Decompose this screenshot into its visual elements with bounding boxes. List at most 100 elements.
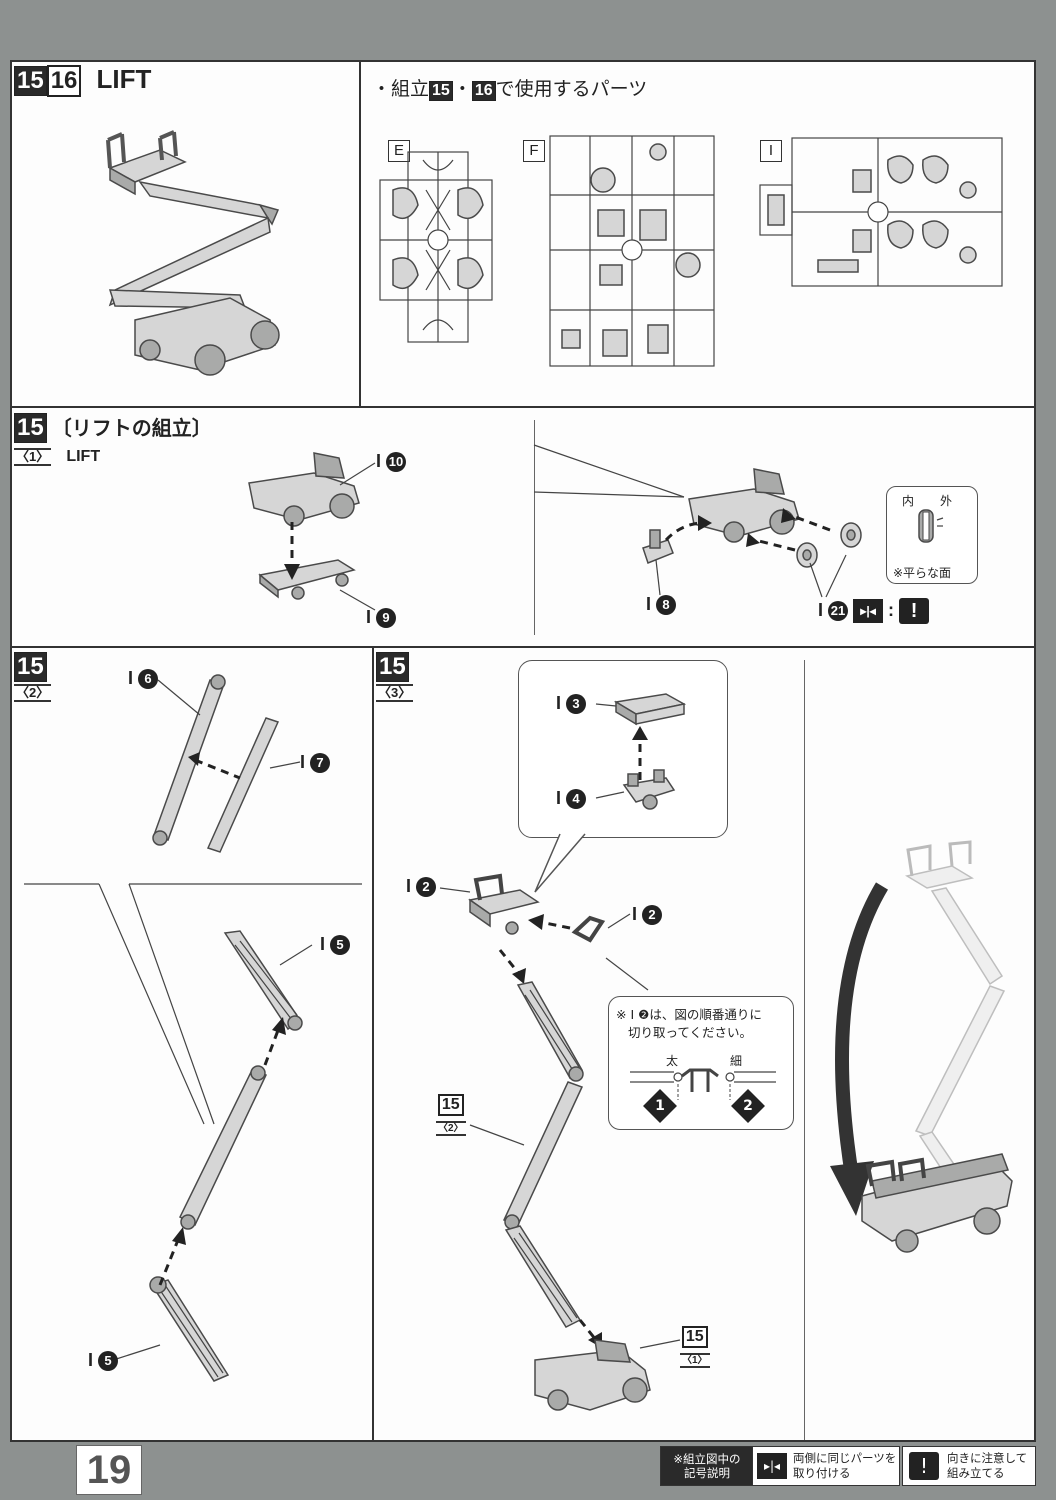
part-number: 5	[98, 1351, 119, 1372]
part-label: I 4	[556, 788, 587, 810]
divider	[359, 60, 361, 406]
legend-caution: ! 向きに注意して 組み立てる	[902, 1446, 1036, 1486]
caution-icon: !	[909, 1452, 939, 1480]
legend-text: 両側に同じパーツを	[793, 1451, 897, 1465]
part-number: 4	[566, 789, 587, 810]
step-number: 15	[437, 1094, 464, 1116]
part-number: 2	[416, 877, 437, 898]
lift-arm-assembly-illustration	[109, 930, 313, 1382]
legend-title: ※組立図中の 記号説明	[660, 1446, 754, 1486]
outer-label: 外	[940, 494, 953, 508]
part-label: I 2	[632, 904, 663, 926]
step-number: 15	[376, 652, 409, 682]
part-number: 5	[330, 935, 351, 956]
thick-label: 太	[666, 1054, 679, 1068]
step-15-3-header: 15 〈3〉	[376, 652, 414, 702]
note-text: で使用するパーツ	[495, 78, 648, 100]
callout-lines	[24, 883, 362, 1125]
step-number: 15	[14, 66, 47, 96]
divider	[372, 646, 374, 1442]
step-heading: 〔リフトの組立〕	[51, 416, 212, 440]
substep-number: 〈2〉	[14, 684, 52, 702]
chassis-bottom-illustration	[258, 559, 356, 600]
chassis-top-illustration	[248, 452, 360, 527]
divider	[10, 646, 1036, 648]
part-label: I 9	[366, 607, 397, 629]
part-label: I 2	[406, 876, 437, 898]
leader-lines	[339, 462, 376, 611]
lift-final-assembly-illustration	[439, 873, 681, 1411]
separator: :	[888, 599, 895, 620]
divider	[10, 406, 1036, 408]
step-ref-15-1: 15 〈1〉	[680, 1326, 710, 1368]
cutting-order-diagram	[630, 1068, 776, 1100]
substep-1: 〈1〉 LIFT	[14, 446, 100, 466]
runner-tag: I	[760, 140, 782, 162]
part-number: 21	[828, 601, 849, 621]
both-sides-icon: ▸|◂	[757, 1453, 787, 1479]
legend-text: ※組立図中の	[673, 1452, 741, 1466]
part-number: 10	[386, 452, 407, 473]
order-2-number: 2	[743, 1098, 753, 1114]
legend-text: 取り付ける	[793, 1466, 851, 1480]
step-number: 15	[14, 652, 47, 682]
both-sides-icon: ▸|◂	[853, 599, 884, 623]
runner-tag: F	[523, 140, 545, 162]
step-number: 15	[681, 1326, 708, 1348]
note-line: 切り取ってください。	[628, 1025, 753, 1040]
part-8-illustration	[642, 529, 674, 564]
step-15-1-header: 15 〔リフトの組立〕	[14, 412, 212, 443]
part-label: I 21 ▸|◂ : !	[818, 598, 930, 624]
part-label: I 5	[320, 934, 351, 956]
platform-parts-illustration	[595, 693, 687, 810]
runner-i	[759, 137, 1003, 287]
detail-callout	[518, 660, 728, 838]
legend-both-sides: ▸|◂ 両側に同じパーツを 取り付ける	[752, 1446, 900, 1486]
step-ref-15-2: 15 〈2〉	[436, 1094, 466, 1136]
callout-pointer	[534, 833, 586, 893]
divider	[534, 420, 535, 635]
substep-number: 〈1〉	[680, 1353, 710, 1368]
part-number: 9	[376, 608, 397, 629]
leader-lines	[655, 554, 847, 598]
step-number: 16	[471, 81, 496, 101]
page-number: 19	[76, 1445, 142, 1495]
runner-f	[549, 135, 715, 367]
step-15-2-header: 15 〈2〉	[14, 652, 52, 702]
lift-arm-parts-illustration	[152, 674, 301, 853]
part-label: I 10	[376, 451, 407, 473]
assembly-arrows	[664, 508, 831, 552]
runner-e	[379, 151, 493, 343]
substep-number: 〈1〉	[14, 448, 52, 466]
part-label: I 8	[646, 594, 677, 616]
caution-icon: !	[899, 598, 930, 624]
part-label: I 5	[88, 1350, 119, 1372]
lift-folding-illustration	[830, 840, 1013, 1253]
legend-text: 組み立てる	[947, 1466, 1005, 1480]
part-number: 3	[566, 694, 587, 715]
flat-side-note: ※平らな面	[893, 566, 952, 580]
wheel-cross-section	[918, 509, 944, 543]
wheel-cap-2	[840, 522, 862, 548]
thin-label: 細	[730, 1054, 743, 1068]
substep-number: 〈3〉	[376, 684, 414, 702]
callout-lines	[533, 444, 685, 498]
legend-text: 記号説明	[684, 1466, 730, 1480]
inner-label: 内	[902, 494, 915, 508]
part-number: 2	[642, 905, 663, 926]
step-number: 16	[46, 65, 82, 97]
wheel-cap-1	[796, 542, 818, 568]
order-1-number: 1	[655, 1098, 665, 1114]
note-text: ・	[452, 78, 472, 100]
lift-illustration	[106, 130, 280, 376]
step-number: 15	[14, 413, 47, 443]
substep-title: LIFT	[66, 448, 101, 465]
step-number: 15	[429, 81, 453, 101]
divider	[804, 660, 805, 1440]
part-number: 6	[138, 669, 159, 690]
note-text: ・組立	[372, 78, 430, 100]
part-label: I 6	[128, 668, 159, 690]
part-label: I 7	[300, 752, 331, 774]
